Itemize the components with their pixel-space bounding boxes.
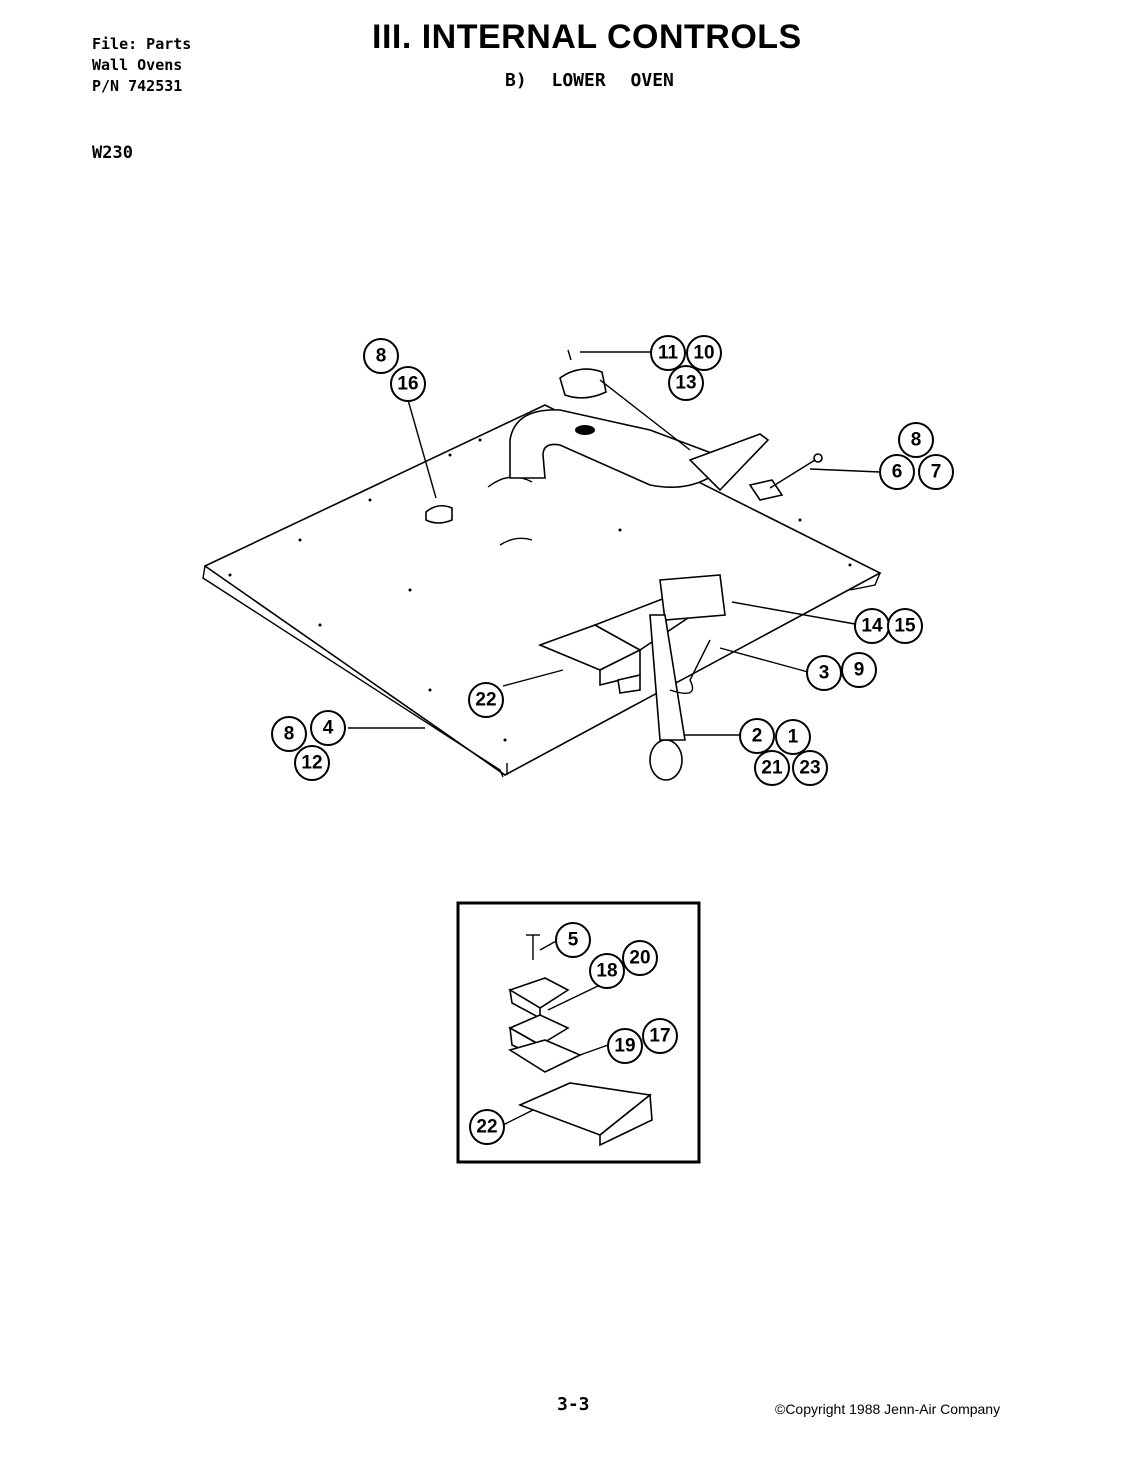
svg-text:22: 22 <box>475 690 496 711</box>
svg-text:20: 20 <box>629 948 650 969</box>
callout-22[interactable]: 22 <box>469 1109 505 1145</box>
svg-text:1: 1 <box>788 727 799 748</box>
callout-10[interactable]: 10 <box>686 335 722 371</box>
file-line: Wall Ovens <box>92 56 183 74</box>
callout-9[interactable]: 9 <box>841 652 877 688</box>
svg-text:14: 14 <box>861 616 883 637</box>
callout-8[interactable]: 8 <box>898 422 934 458</box>
file-line: File: Parts <box>92 35 192 53</box>
svg-text:15: 15 <box>894 616 916 637</box>
callout-13[interactable]: 13 <box>668 365 704 401</box>
callout-14[interactable]: 14 <box>854 608 890 644</box>
svg-text:23: 23 <box>799 758 820 779</box>
callout-2[interactable]: 2 <box>739 718 775 754</box>
svg-text:22: 22 <box>476 1117 497 1138</box>
svg-text:5: 5 <box>568 930 579 951</box>
page-number: 3-3 <box>557 1394 590 1415</box>
callout-6[interactable]: 6 <box>879 454 915 490</box>
leader-lines <box>348 351 881 736</box>
svg-text:11: 11 <box>658 343 679 364</box>
callout-16[interactable]: 16 <box>390 366 426 402</box>
control-assembly <box>537 574 726 781</box>
callout-3[interactable]: 3 <box>806 655 842 691</box>
svg-text:4: 4 <box>323 718 334 739</box>
svg-text:13: 13 <box>675 373 696 394</box>
callout-4[interactable]: 4 <box>310 710 346 746</box>
callout-12[interactable]: 12 <box>294 745 330 781</box>
probe <box>748 453 823 501</box>
svg-text:6: 6 <box>892 462 903 483</box>
callout-8[interactable]: 8 <box>271 716 307 752</box>
sensor <box>425 504 453 524</box>
svg-text:2: 2 <box>752 726 763 747</box>
callout-23[interactable]: 23 <box>792 750 828 786</box>
svg-text:16: 16 <box>397 374 418 395</box>
file-line: P/N 742531 <box>92 77 183 95</box>
callout-8[interactable]: 8 <box>363 338 399 374</box>
page-title: III. INTERNAL CONTROLS <box>372 18 802 56</box>
callout-7[interactable]: 7 <box>918 454 954 490</box>
page-subtitle: B) LOWER OVEN <box>505 70 674 91</box>
svg-text:8: 8 <box>911 430 922 451</box>
model-number: W230 <box>92 143 133 163</box>
callout-20[interactable]: 20 <box>622 940 658 976</box>
callout-19[interactable]: 19 <box>607 1028 643 1064</box>
svg-text:9: 9 <box>854 660 865 681</box>
base-plate <box>202 404 882 778</box>
svg-text:18: 18 <box>596 961 617 982</box>
limit-switch <box>559 349 607 399</box>
svg-text:7: 7 <box>931 462 942 483</box>
copyright: ©Copyright 1988 Jenn-Air Company <box>775 1401 1001 1417</box>
svg-text:17: 17 <box>649 1026 670 1047</box>
callout-22[interactable]: 22 <box>468 682 504 718</box>
callouts: 8 16 11 10 13 8 6 7 14 15 3 9 22 8 4 12 … <box>271 335 954 1145</box>
callout-1[interactable]: 1 <box>775 719 811 755</box>
svg-text:21: 21 <box>761 758 783 779</box>
svg-text:8: 8 <box>376 346 387 367</box>
svg-text:19: 19 <box>614 1036 635 1057</box>
svg-text:8: 8 <box>284 724 295 745</box>
callout-17[interactable]: 17 <box>642 1018 678 1054</box>
duct <box>509 409 770 492</box>
svg-text:10: 10 <box>693 343 714 364</box>
svg-text:3: 3 <box>819 663 830 684</box>
file-info: File: Parts Wall Ovens P/N 742531 <box>92 34 191 97</box>
callout-15[interactable]: 15 <box>887 608 923 644</box>
svg-text:12: 12 <box>301 753 322 774</box>
callout-21[interactable]: 21 <box>754 750 790 786</box>
callout-5[interactable]: 5 <box>555 922 591 958</box>
callout-18[interactable]: 18 <box>589 953 625 989</box>
callout-11[interactable]: 11 <box>650 335 686 371</box>
